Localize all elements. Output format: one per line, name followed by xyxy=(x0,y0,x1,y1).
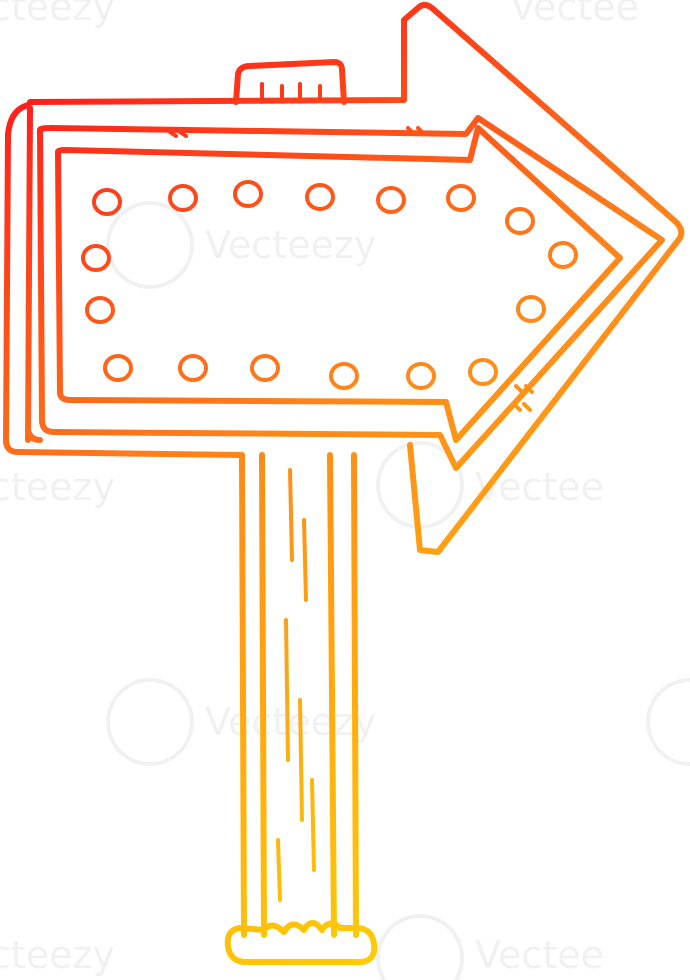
bulb xyxy=(168,184,198,212)
vecteezy-v-logo-icon xyxy=(376,914,464,980)
bulb xyxy=(329,362,359,390)
bulb xyxy=(305,183,335,211)
bulb xyxy=(250,354,280,382)
watermark-text: cteezy xyxy=(0,933,115,977)
bulb xyxy=(516,295,546,323)
bulb xyxy=(233,180,263,208)
bulb xyxy=(446,184,476,212)
bulb xyxy=(376,186,406,214)
sign-clip-notch xyxy=(260,82,322,102)
bulb xyxy=(406,362,436,390)
vecteezy-v-logo-icon xyxy=(106,201,194,289)
signpost-base xyxy=(224,920,378,965)
bulb xyxy=(81,244,111,272)
signpost-pole xyxy=(239,452,359,938)
watermark-text: Vectee xyxy=(475,933,604,977)
bulb xyxy=(103,354,133,382)
bulb xyxy=(468,358,498,386)
watermark-text: Vecteezy xyxy=(205,223,376,267)
watermark-text: cteezy xyxy=(0,465,115,509)
bulb xyxy=(548,241,578,269)
signpost-wood-grain xyxy=(276,468,316,902)
vecteezy-v-logo-icon xyxy=(106,678,194,766)
bulb xyxy=(85,296,115,324)
vecteezy-v-logo-icon xyxy=(646,678,690,766)
bulb xyxy=(92,188,122,216)
watermark-text: cteezy xyxy=(0,0,115,29)
sign-back-outline xyxy=(3,2,685,555)
sign-front-outline xyxy=(37,115,665,471)
sign-highlight-marks xyxy=(168,126,534,412)
marquee-bulbs xyxy=(81,180,578,390)
sign-top-clip xyxy=(233,59,347,105)
bulb xyxy=(505,207,535,235)
watermark-text: Vectee xyxy=(510,0,639,29)
sign-inner-panel xyxy=(55,125,623,443)
watermark-text: Vecteezy xyxy=(205,700,376,744)
watermark-text: Vectee xyxy=(475,465,604,509)
bulb xyxy=(178,354,208,382)
sign-depth-edge xyxy=(25,105,43,443)
